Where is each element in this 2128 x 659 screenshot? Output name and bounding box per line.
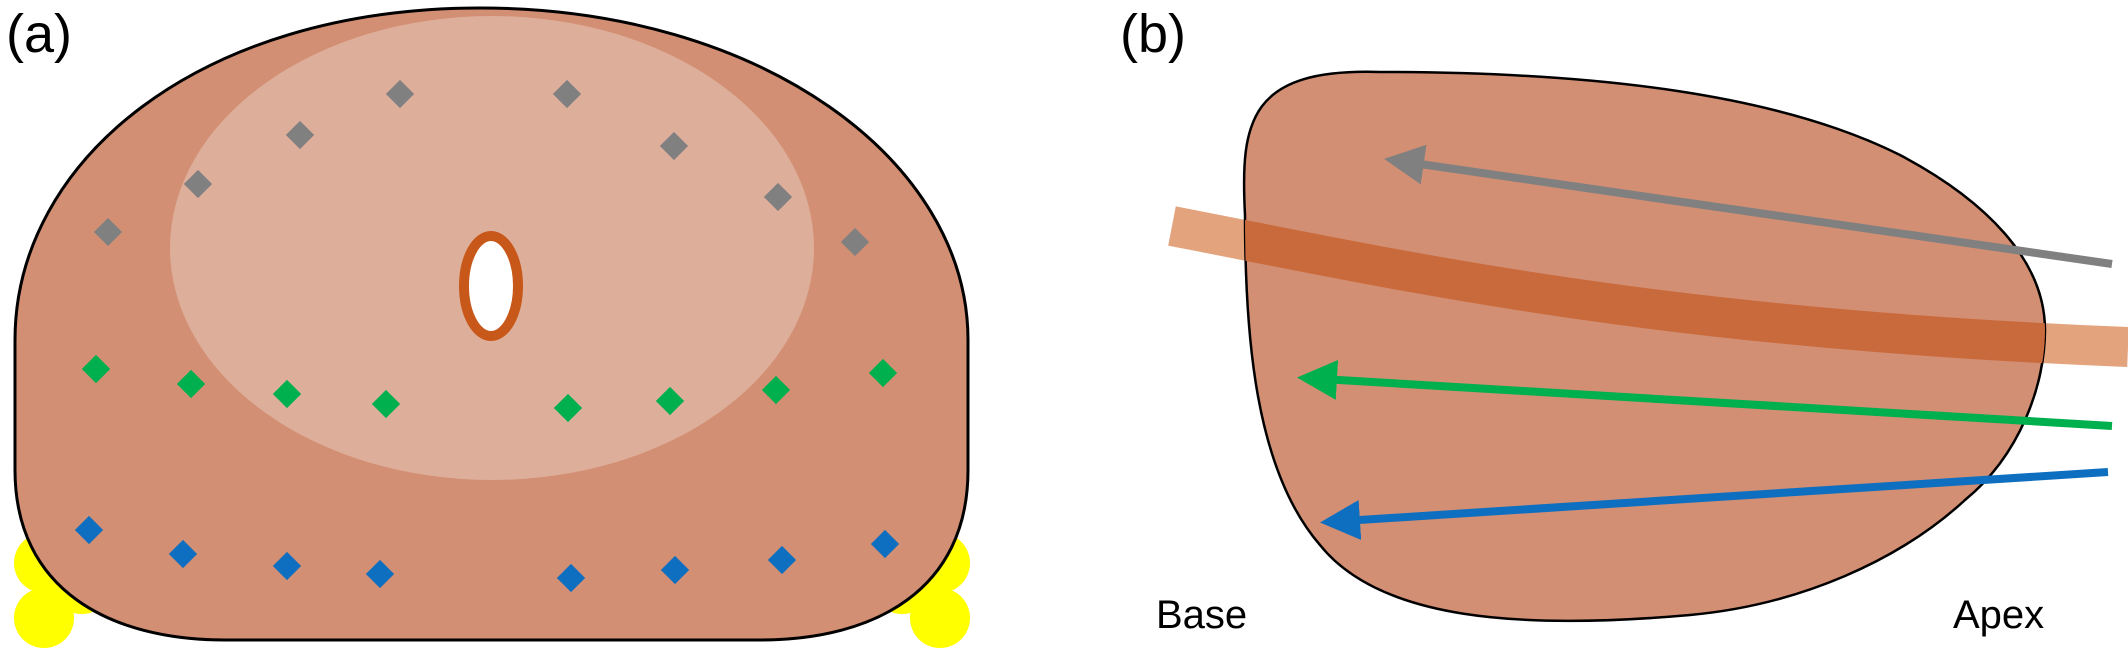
seed-blue	[556, 563, 586, 593]
balloon-left-3	[14, 588, 74, 648]
seed-blue	[365, 559, 395, 589]
seed-green	[553, 393, 583, 423]
seeds-blue-row	[74, 515, 900, 593]
balloon-right-3	[910, 588, 970, 648]
seed-blue	[272, 551, 302, 581]
seed-green	[655, 386, 685, 416]
seed-gray	[840, 227, 870, 257]
needle-green	[1297, 359, 2113, 430]
panel-a-label: (a)	[6, 4, 72, 64]
needle-blue	[1320, 468, 2109, 540]
seed-gray	[552, 79, 582, 109]
seed-blue	[870, 529, 900, 559]
seed-gray	[659, 131, 689, 161]
panel-b: (b) Base Apex	[1120, 4, 2128, 637]
urethra-band-inside-gland	[1244, 206, 2045, 367]
seed-green	[868, 358, 898, 388]
seed-blue	[660, 555, 690, 585]
seed-blue	[74, 515, 104, 545]
prostate-gland-sagittal	[1242, 70, 2047, 623]
base-label: Base	[1156, 593, 1247, 637]
seed-blue	[767, 545, 797, 575]
needle-gray	[1384, 144, 2113, 268]
panel-b-label: (b)	[1120, 4, 1186, 64]
seed-green	[761, 375, 791, 405]
apex-label: Apex	[1953, 593, 2044, 637]
panel-a: (a)	[6, 4, 970, 648]
urethra	[459, 231, 523, 341]
seed-gray	[763, 182, 793, 212]
seed-blue	[168, 539, 198, 569]
